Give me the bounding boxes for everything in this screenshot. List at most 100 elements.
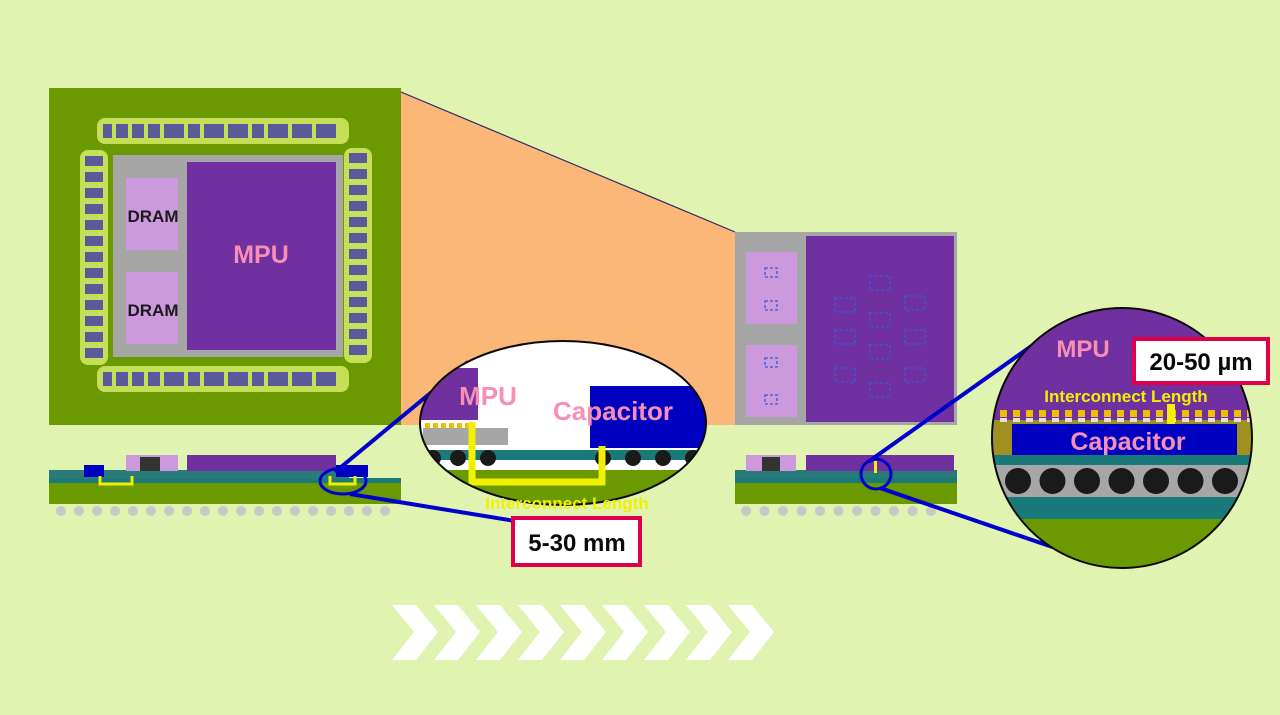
solder-ball: [110, 506, 120, 516]
bond-pad: [164, 124, 184, 138]
bond-pad: [148, 124, 160, 138]
bond-pad: [349, 233, 367, 243]
solder-ball: [164, 506, 174, 516]
solder-ball: [344, 506, 354, 516]
bond-pad: [188, 372, 200, 386]
chevron: [476, 605, 522, 660]
bond-pad: [349, 153, 367, 163]
solder-ball: [200, 506, 210, 516]
micro-bump-pad: [1182, 418, 1189, 422]
micro-bump: [1117, 410, 1124, 417]
solder-ball: [92, 506, 102, 516]
zoom-left-capacitor-label: Capacitor: [553, 396, 673, 426]
solder-ball: [815, 506, 825, 516]
micro-bump: [1026, 410, 1033, 417]
chevron: [434, 605, 480, 660]
micro-bump-pad: [1234, 418, 1241, 422]
bond-pad: [316, 372, 336, 386]
capacitor-outline: [869, 344, 891, 360]
bond-pad: [204, 124, 224, 138]
micro-bump-pad: [1221, 418, 1228, 422]
micro-bump: [433, 423, 438, 428]
micro-bump-pad: [1039, 418, 1046, 422]
range-badge-right: 20-50 µm: [1132, 337, 1270, 385]
capacitor-outline: [764, 357, 778, 368]
zoom-right-capacitor-label: Capacitor: [1070, 428, 1186, 456]
bond-pad: [349, 297, 367, 307]
micro-bump-pad: [1195, 418, 1202, 422]
solder-ball: [741, 506, 751, 516]
micro-bump-pad: [1000, 418, 1007, 422]
capacitor-outline: [834, 367, 856, 383]
solder-ball: [362, 506, 372, 516]
dram-chip-small-bottom: [746, 345, 797, 417]
solder-ball: [326, 506, 336, 516]
zoom-indicator-right: [859, 457, 893, 491]
projection-area: [401, 92, 735, 425]
bond-pad: [268, 124, 288, 138]
progression-arrow-chevrons: [392, 605, 774, 660]
bond-pad: [228, 124, 248, 138]
micro-bump: [465, 423, 470, 428]
capacitor-outline: [764, 394, 778, 405]
capacitor-outline: [764, 300, 778, 311]
bond-pad: [85, 316, 103, 326]
micro-bump: [1013, 410, 1020, 417]
solder-ball: [146, 506, 156, 516]
pad-ring-bottom: [97, 366, 349, 392]
mpu-chip-small: [806, 236, 954, 422]
bond-pad: [85, 300, 103, 310]
micro-bump: [449, 423, 454, 428]
micro-bump: [425, 423, 430, 428]
micro-bump: [1234, 410, 1241, 417]
capacitor-outline: [869, 312, 891, 328]
bond-pad: [85, 268, 103, 278]
range-right-value: 20-50 µm: [1149, 349, 1252, 376]
solder-ball: [450, 450, 466, 466]
solder-ball: [272, 506, 282, 516]
micro-bump: [1208, 410, 1215, 417]
bond-pad: [292, 372, 312, 386]
micro-bump-pad: [1208, 418, 1215, 422]
zoom-right-interconnect-label: Interconnect Length: [1044, 387, 1207, 406]
micro-bump: [1195, 410, 1202, 417]
chevron: [686, 605, 732, 660]
bond-pad: [85, 348, 103, 358]
bond-pad: [85, 188, 103, 198]
pad-ring-left: [80, 150, 108, 365]
zoom-indicator-left: [318, 466, 368, 496]
bond-pad: [349, 249, 367, 259]
capacitor-outline: [834, 297, 856, 313]
bond-pad: [85, 332, 103, 342]
bond-pad: [252, 124, 264, 138]
bond-pad: [103, 372, 112, 386]
solder-ball: [778, 506, 788, 516]
bond-pad: [316, 124, 336, 138]
chevron: [602, 605, 648, 660]
solder-ball: [833, 506, 844, 516]
micro-bump-pad: [1104, 418, 1111, 422]
large-package-top-view: DRAM DRAM MPU: [49, 88, 401, 425]
bond-pad: [252, 372, 264, 386]
zoom-left-interconnect-label: Interconnect Length: [485, 494, 648, 513]
micro-bump-pad: [1013, 418, 1020, 422]
micro-bump-pad: [1156, 418, 1163, 422]
dram-label-bottom: DRAM: [128, 301, 179, 320]
solder-ball: [852, 506, 862, 516]
solder-ball: [1212, 468, 1238, 494]
bond-pad: [85, 252, 103, 262]
solder-ball: [308, 506, 318, 516]
bond-pad: [188, 124, 200, 138]
solder-ball: [889, 506, 899, 516]
solder-ball: [759, 506, 770, 516]
micro-bump: [1182, 410, 1189, 417]
micro-bump: [1078, 410, 1085, 417]
solder-ball: [56, 506, 66, 516]
bond-pad: [85, 284, 103, 294]
solder-ball: [625, 450, 641, 466]
bond-pad: [85, 204, 103, 214]
solder-ball: [926, 506, 936, 516]
pad-ring-top: [97, 118, 349, 144]
bond-pad: [349, 217, 367, 227]
micro-bump-pad: [1091, 418, 1098, 422]
